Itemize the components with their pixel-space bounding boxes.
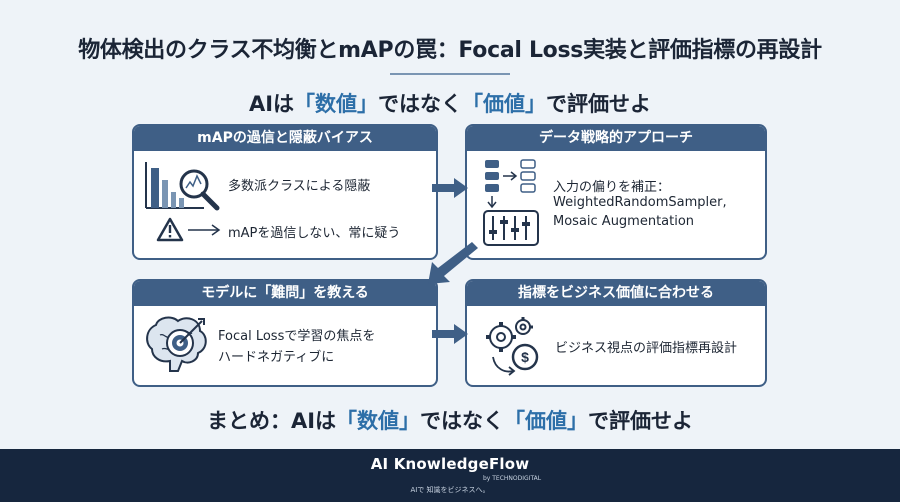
subtitle-highlight-value: 「価値」 bbox=[462, 92, 547, 116]
card-hard-examples: モデルに「難問」を教える Focal Lossで学習の焦点を ハードネガティブに bbox=[132, 279, 438, 387]
gears-coin-icon: $ bbox=[486, 317, 539, 376]
card-line: Mosaic Augmentation bbox=[553, 214, 695, 229]
summary-part2: ではなく bbox=[420, 409, 505, 433]
sliders-icon bbox=[483, 210, 539, 246]
warning-icon bbox=[156, 217, 221, 242]
card-business-metrics: 指標をビジネス価値に合わせる $ ビジネス視点の評価指標再設計 bbox=[465, 279, 767, 387]
summary-part3: で評価せよ bbox=[588, 409, 694, 433]
subtitle-part1: AIは bbox=[248, 92, 295, 116]
summary: まとめ：AIは「数値」ではなく「価値」で評価せよ bbox=[0, 405, 900, 435]
card-title: 指標をビジネス価値に合わせる bbox=[467, 281, 765, 306]
subtitle: AIは「数値」ではなく「価値」で評価せよ bbox=[0, 88, 900, 118]
card-title: mAPの過信と隠蔽バイアス bbox=[134, 126, 436, 151]
summary-highlight-value: 「価値」 bbox=[504, 409, 589, 433]
summary-part1: まとめ：AIは bbox=[206, 409, 337, 433]
card-line: 多数派クラスによる隠蔽 bbox=[228, 179, 371, 194]
data-flow-icon bbox=[485, 159, 536, 208]
card-map-bias: mAPの過信と隠蔽バイアス 多数派クラスによる隠蔽 mAPを過信しない、常に疑う bbox=[132, 124, 438, 260]
card-line: ハードネガティブに bbox=[218, 350, 335, 365]
card-line: WeightedRandomSampler, bbox=[553, 195, 727, 210]
arrow-right-bottom bbox=[432, 324, 468, 344]
card-line: 入力の偏りを補正： bbox=[553, 180, 671, 195]
card-line: ビジネス視点の評価指標再設計 bbox=[555, 341, 738, 356]
svg-text:$: $ bbox=[521, 349, 529, 365]
card-data-strategy: データ戦略的アプローチ 入力の偏りを補正： WeightedRandomSamp… bbox=[465, 124, 767, 260]
subtitle-part3: で評価せよ bbox=[546, 92, 652, 116]
bar-chart-magnifier-icon bbox=[145, 162, 220, 211]
brand-by: by TECHNODIGITAL bbox=[483, 475, 542, 482]
arrow-diagonal bbox=[428, 242, 478, 284]
summary-highlight-number: 「数値」 bbox=[336, 409, 421, 433]
footer-bar: AI KnowledgeFlow by TECHNODIGITAL AIで 知識… bbox=[0, 449, 900, 502]
card-line: Focal Lossで学習の焦点を bbox=[218, 329, 376, 344]
title-divider bbox=[390, 73, 510, 75]
brand-tagline: AIで 知識をビジネスへ。 bbox=[410, 486, 490, 494]
card-line: mAPを過信しない、常に疑う bbox=[228, 226, 401, 241]
page-title: 物体検出のクラス不均衡とmAPの罠：Focal Loss実装と評価指標の再設計 bbox=[78, 38, 822, 63]
brain-target-icon bbox=[146, 316, 207, 372]
subtitle-highlight-number: 「数値」 bbox=[294, 92, 379, 116]
card-title: データ戦略的アプローチ bbox=[467, 126, 765, 151]
card-title: モデルに「難問」を教える bbox=[134, 281, 436, 306]
arrow-right-top bbox=[432, 178, 468, 198]
subtitle-part2: ではなく bbox=[378, 92, 463, 116]
brand-name: AI KnowledgeFlow bbox=[370, 455, 530, 473]
